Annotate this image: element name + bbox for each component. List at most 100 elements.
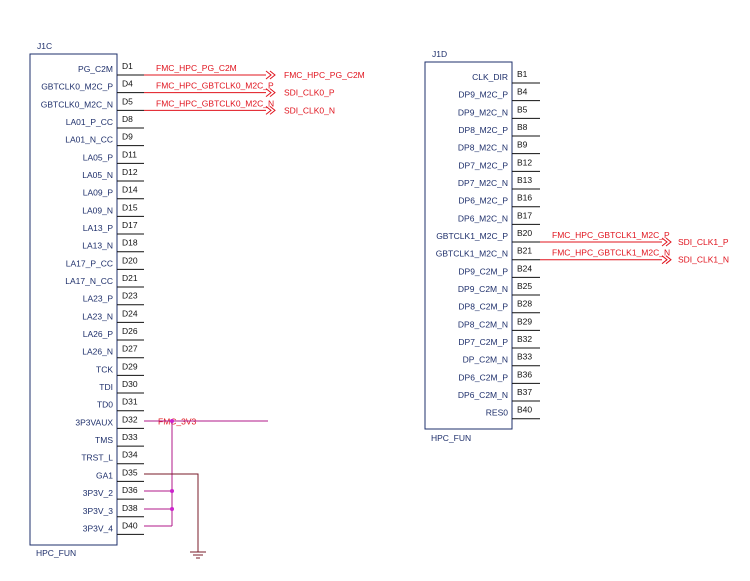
net-label: FMC_HPC_GBTCLK0_M2C_P <box>156 81 274 91</box>
pin-name: LA17_P_CC <box>66 258 113 268</box>
ground-symbol-icon <box>190 551 206 559</box>
pin-name: LA23_N <box>82 311 113 321</box>
pin-d20[interactable]: LA17_P_CC D20 <box>66 255 144 270</box>
pin-number: B25 <box>517 281 532 291</box>
pin-d35[interactable]: GA1 D35 <box>96 467 144 482</box>
net-label: FMC_HPC_GBTCLK1_M2C_P <box>552 230 670 240</box>
pin-number: D24 <box>122 308 138 318</box>
component-j1d-footer: HPC_FUN <box>431 433 471 443</box>
pin-number: B21 <box>517 246 532 256</box>
pin-name: DP6_M2C_P <box>458 196 508 206</box>
pin-name: DP6_C2M_P <box>458 372 508 382</box>
pin-number: B33 <box>517 352 532 362</box>
pin-name: DP6_M2C_N <box>458 213 508 223</box>
pin-name: DP8_C2M_N <box>458 319 508 329</box>
pin-name: LA13_N <box>82 241 113 251</box>
pin-number: D1 <box>122 61 133 71</box>
pin-b29[interactable]: DP8_C2M_N B29 <box>458 316 540 331</box>
pin-number: D27 <box>122 344 138 354</box>
pin-name: 3P3V_4 <box>83 523 114 533</box>
double-chevron-right-icon <box>265 88 276 98</box>
pin-number: D14 <box>122 185 138 195</box>
pin-number: D29 <box>122 361 138 371</box>
pin-name: DP9_C2M_P <box>458 266 508 276</box>
junction-dot <box>170 489 174 493</box>
pin-number: D35 <box>122 467 138 477</box>
ga1-ground-wire[interactable] <box>144 473 199 552</box>
pin-number: B13 <box>517 175 532 185</box>
pin-name: TRST_L <box>81 453 113 463</box>
pin-number: B8 <box>517 122 528 132</box>
double-chevron-right-icon <box>661 237 672 247</box>
pin-number: D20 <box>122 255 138 265</box>
pin-d29[interactable]: TCK D29 <box>96 361 144 376</box>
pin-d24[interactable]: LA23_N D24 <box>82 308 144 323</box>
net-label: FMC_HPC_GBTCLK1_M2C_N <box>552 248 670 258</box>
pin-name: GBTCLK1_M2C_P <box>436 231 508 241</box>
pin-number: D36 <box>122 485 138 495</box>
offpage-port-label: SDI_CLK0_N <box>284 105 335 115</box>
offpage-port-label: SDI_CLK1_N <box>678 255 729 265</box>
pin-name: LA01_P_CC <box>66 117 113 127</box>
pin-number: D23 <box>122 291 138 301</box>
pin-name: GBTCLK0_M2C_P <box>41 82 113 92</box>
pin-name: GA1 <box>96 470 113 480</box>
pin-name: PG_C2M <box>78 64 113 74</box>
pin-b33[interactable]: DP_C2M_N B33 <box>463 352 540 367</box>
pin-number: D11 <box>122 149 137 159</box>
pin-name: DP_C2M_N <box>463 355 508 365</box>
pin-name: TCK <box>96 364 113 374</box>
pin-number: D26 <box>122 326 138 336</box>
pin-number: B4 <box>517 87 528 97</box>
pin-number: B29 <box>517 316 532 326</box>
pin-name: DP7_C2M_P <box>458 337 508 347</box>
pin-number: D15 <box>122 202 138 212</box>
junction-dot <box>170 419 174 423</box>
pin-number: D33 <box>122 432 138 442</box>
component-j1c-body <box>29 53 118 546</box>
